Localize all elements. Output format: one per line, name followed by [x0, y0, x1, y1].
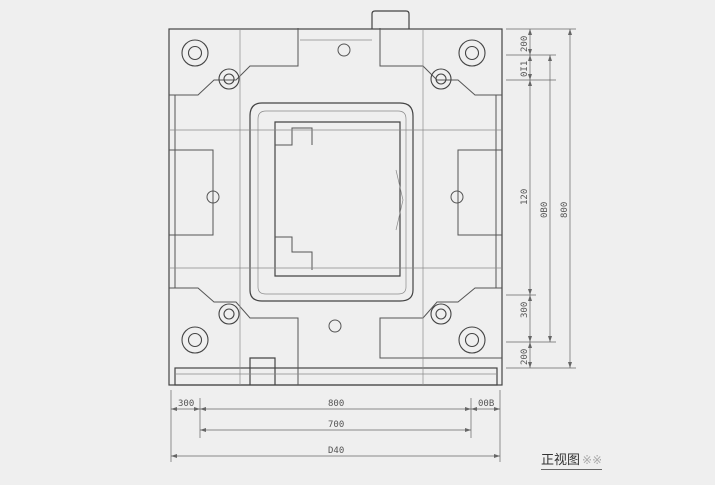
bottom-notch	[249, 357, 276, 385]
view-title: 正视图※※	[541, 449, 603, 470]
corner-hole-tl-inner	[187, 45, 203, 61]
guide-hole-tl-outer	[218, 68, 240, 90]
pocket-side-wedge	[395, 169, 404, 231]
dim-right-middle: 120	[520, 189, 530, 205]
guide-hole-bl-inner	[223, 308, 235, 320]
small-hole-top	[337, 43, 351, 57]
right-mid-block	[457, 149, 502, 236]
guide-hole-br-outer	[430, 303, 452, 325]
guide-hole-tl-inner	[223, 73, 235, 85]
dim-right-lower-second: 300	[520, 302, 530, 318]
dim-bottom-middle: 800	[328, 399, 344, 409]
base-strip	[174, 367, 498, 386]
dim-right-overall: 800	[560, 202, 570, 218]
right-upper-step	[379, 28, 502, 96]
dim-right-bottom: 200	[520, 349, 530, 365]
dim-right-inner-total: 0B0	[540, 202, 550, 218]
view-title-sub: ※※	[582, 453, 603, 467]
guide-hole-tr-outer	[430, 68, 452, 90]
dim-right-top: 200	[520, 36, 530, 52]
small-hole-left	[206, 190, 220, 204]
corner-hole-tr-outer	[458, 39, 486, 67]
left-upper-step	[169, 28, 299, 96]
dim-bottom-left-offset: 300	[178, 399, 194, 409]
corner-hole-br-inner	[464, 332, 480, 348]
pocket-outer	[249, 102, 414, 302]
corner-hole-tr-inner	[464, 45, 480, 61]
small-hole-right	[450, 190, 464, 204]
pocket-inner	[274, 121, 401, 277]
dim-bottom-inner: 700	[328, 420, 344, 430]
pocket-offset-line	[257, 110, 407, 295]
guide-hole-br-inner	[435, 308, 447, 320]
left-lower-step	[169, 287, 299, 385]
pocket-step-bottom	[275, 236, 313, 270]
left-mid-block	[169, 149, 214, 236]
right-lower-step	[379, 287, 502, 359]
guide-hole-bl-outer	[218, 303, 240, 325]
top-tab	[371, 10, 410, 29]
small-hole-bottom	[328, 319, 342, 333]
corner-hole-tl-outer	[181, 39, 209, 67]
corner-hole-br-outer	[458, 326, 486, 354]
dim-bottom-right-offset: 00B	[478, 399, 494, 409]
corner-hole-bl-outer	[181, 326, 209, 354]
dim-bottom-overall: D40	[328, 446, 344, 456]
view-title-main: 正视图	[541, 453, 581, 468]
pocket-step-top	[275, 127, 313, 146]
dim-right-upper-second: 0I1	[520, 61, 530, 77]
corner-hole-bl-inner	[187, 332, 203, 348]
guide-hole-tr-inner	[435, 73, 447, 85]
